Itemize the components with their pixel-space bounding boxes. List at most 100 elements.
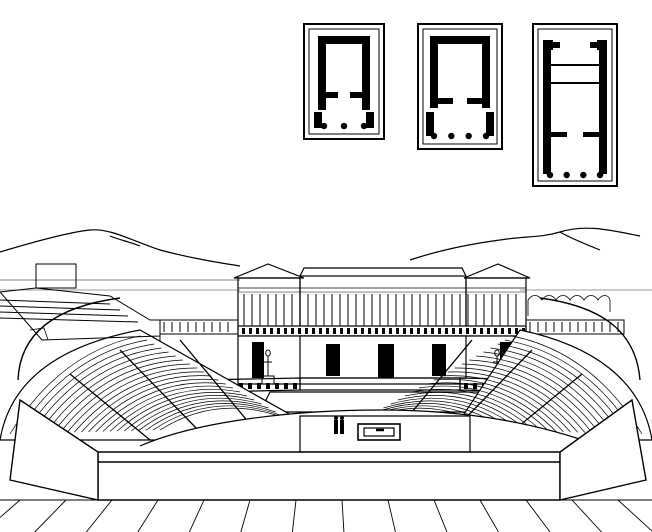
front-parapet <box>9 398 647 501</box>
frieze-figure <box>508 328 511 334</box>
frieze-figure <box>473 328 476 334</box>
seat-row <box>124 395 255 432</box>
aisle <box>119 349 201 433</box>
plan-column <box>320 122 328 130</box>
plan-column <box>430 132 438 140</box>
frieze-figure <box>361 328 364 334</box>
paving-joint <box>240 499 251 532</box>
upper-cavea-left <box>0 263 161 341</box>
seat-row <box>74 371 205 433</box>
plan-2 <box>417 23 503 150</box>
seat-rows <box>9 335 643 435</box>
aisle <box>401 339 473 425</box>
seat-row <box>45 355 176 434</box>
plan-3-columns <box>546 171 604 179</box>
side-colonnades <box>163 322 619 332</box>
frieze-figure <box>291 328 294 334</box>
frieze-figure <box>368 328 371 334</box>
plan-column <box>465 132 472 140</box>
plan-column <box>340 122 348 130</box>
frieze-figure <box>382 328 385 334</box>
relief-figure <box>275 383 279 389</box>
frieze-figure <box>501 328 504 334</box>
frieze-figure <box>347 328 350 334</box>
frieze-figure <box>431 328 434 334</box>
frieze-figure <box>487 328 490 334</box>
frieze-figure <box>319 328 322 334</box>
plan-1-columns <box>320 122 368 130</box>
seat-row <box>88 378 219 433</box>
relief-figure <box>284 383 288 389</box>
actor-figures <box>334 416 344 434</box>
plan-column <box>448 132 455 140</box>
seat-row <box>159 407 291 431</box>
frieze-figure <box>445 328 448 334</box>
relief-figure <box>248 383 252 389</box>
foreground-paving <box>0 499 652 532</box>
plan-1 <box>303 23 385 140</box>
paving-joint <box>433 499 448 532</box>
seat-row <box>469 359 600 434</box>
frieze-figure <box>340 328 343 334</box>
frieze-figure <box>410 328 413 334</box>
seat-row <box>426 382 557 432</box>
paving-joint <box>479 499 499 532</box>
relief-figure <box>293 383 297 389</box>
plan-column <box>596 171 604 179</box>
frieze-figure <box>515 328 518 334</box>
trees <box>527 295 611 316</box>
frieze-figure <box>305 328 308 334</box>
paving-joint <box>387 499 396 532</box>
plan-column <box>580 171 587 179</box>
seat-row <box>109 389 241 432</box>
seat-row <box>95 382 226 432</box>
frieze-figure <box>312 328 315 334</box>
frieze-figure <box>438 328 441 334</box>
frieze-figure <box>270 328 273 334</box>
orchestra <box>139 409 601 453</box>
seat-row <box>131 397 262 432</box>
frieze-figure <box>256 328 259 334</box>
seat-row <box>411 389 543 432</box>
frieze-figure <box>263 328 266 334</box>
paving-joint <box>34 499 67 532</box>
relief-figure <box>239 383 243 389</box>
frieze-figure <box>480 328 483 334</box>
aisle <box>69 373 151 441</box>
plan-column <box>482 132 490 140</box>
seat-row <box>454 367 586 433</box>
frieze-figure <box>389 328 392 334</box>
paving-joint <box>525 499 551 532</box>
plan-2-columns <box>430 132 490 140</box>
paving-joint <box>291 499 297 532</box>
seat-row <box>440 375 571 433</box>
seat-row <box>66 367 198 433</box>
frieze-figure <box>466 328 469 334</box>
cavea <box>0 297 652 441</box>
frieze-figure <box>417 328 420 334</box>
frieze-figure <box>396 328 399 334</box>
paving-joint <box>571 499 602 532</box>
paving-joint <box>137 499 159 532</box>
seat-row <box>419 385 550 432</box>
mountains <box>0 227 652 291</box>
frieze <box>242 328 525 334</box>
paving-joint <box>0 499 21 519</box>
relief-figure <box>464 383 468 389</box>
frieze-figure <box>249 328 252 334</box>
seat-row <box>404 392 536 432</box>
upper-colonnade <box>243 294 517 326</box>
paving-joint <box>341 499 345 532</box>
plan-column <box>546 171 554 179</box>
frieze-figure <box>459 328 462 334</box>
frieze-figure <box>242 328 245 334</box>
seat-row <box>483 351 614 434</box>
frieze-figure <box>333 328 336 334</box>
frieze-figure <box>284 328 287 334</box>
seat-row <box>138 400 269 431</box>
seat-row <box>59 363 191 433</box>
frieze-figure <box>403 328 406 334</box>
plan-column <box>360 122 368 130</box>
seat-row <box>447 371 578 433</box>
